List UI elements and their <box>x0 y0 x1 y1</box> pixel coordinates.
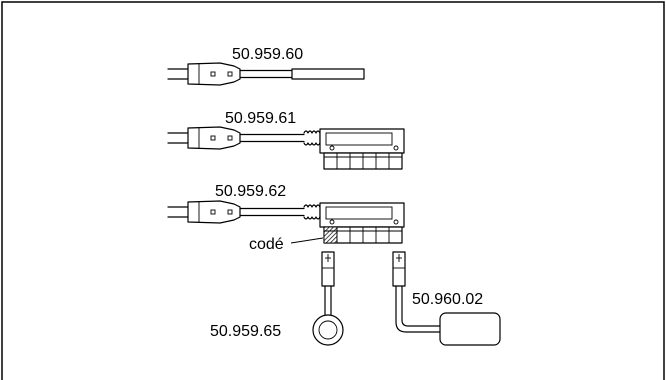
label-ring-sensor: 50.959.65 <box>210 323 281 340</box>
strain-relief-2 <box>303 130 321 146</box>
label-coded: codé <box>249 236 284 253</box>
euro-plug-2 <box>167 126 241 150</box>
cable-end-sleeve <box>291 68 365 80</box>
cable-50-959-62: 50.959.62 codé <box>167 183 405 253</box>
module-box <box>439 312 501 346</box>
coded-leader-line <box>290 237 324 244</box>
euro-plug-3 <box>167 200 241 224</box>
strain-relief-3 <box>303 204 321 220</box>
module-50-960-02: 50.960.02 <box>392 251 501 346</box>
cable-50-959-60: 50.959.60 <box>167 46 365 86</box>
ring-sensor-50-959-65: 50.959.65 <box>210 251 344 346</box>
coded-pin-hatch <box>323 226 338 244</box>
multi-connector-2 <box>319 128 405 170</box>
label-cable-3: 50.959.62 <box>215 183 286 200</box>
label-module: 50.960.02 <box>412 291 483 308</box>
multi-connector-3 <box>319 202 405 244</box>
euro-plug-1 <box>167 62 241 86</box>
label-cable-1: 50.959.60 <box>232 46 303 63</box>
cable-50-959-61: 50.959.61 <box>167 110 405 170</box>
label-cable-2: 50.959.61 <box>225 110 296 127</box>
